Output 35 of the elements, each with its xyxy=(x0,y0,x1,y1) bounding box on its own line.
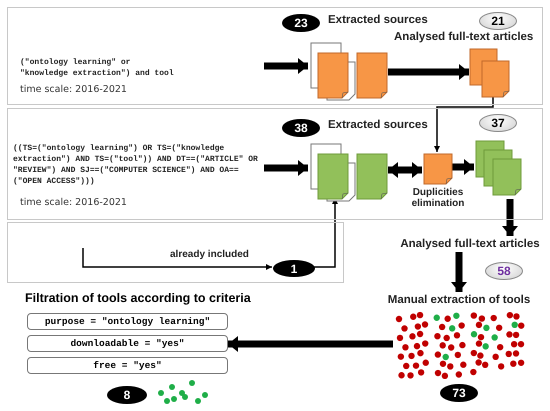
block-arrow xyxy=(228,336,393,352)
count-ellipse: 38 xyxy=(282,119,320,137)
panel xyxy=(7,7,543,105)
panel xyxy=(7,108,543,220)
block-arrow xyxy=(264,58,308,74)
block-arrow xyxy=(264,160,308,176)
step-label: Manual extraction of tools xyxy=(380,292,538,308)
section-heading: Filtration of tools according to criteria xyxy=(25,291,251,305)
time-scale: time scale: 2016-2021 xyxy=(20,84,127,95)
search-query: ("ontology learning" or "knowledge extraction") and tool xyxy=(20,57,175,79)
count-ellipse: 73 xyxy=(440,384,478,402)
criterion-box: free = "yes" xyxy=(27,357,228,374)
criterion-box: downloadable = "yes" xyxy=(27,335,228,352)
block-arrow xyxy=(452,159,474,175)
step-label: Analysed full-text articles xyxy=(395,236,545,252)
search-query: ((TS=("ontology learning") OR TS=("knowledge extraction") AND TS=("tool")) AND DT==("ARTICLE" OR "REVIEW") AND SJ==("COMPUTER SCIENCE") AND OA==("OPEN ACCESS"))) xyxy=(13,143,259,187)
block-arrow xyxy=(388,162,422,178)
count-ellipse: 1 xyxy=(273,260,315,277)
step-caption: Extracted sources xyxy=(328,14,428,26)
connector-arrow xyxy=(434,96,494,152)
block-arrow xyxy=(451,252,467,292)
count-ellipse: 23 xyxy=(282,14,320,32)
block-arrow xyxy=(388,64,469,80)
edge-label: already included xyxy=(168,249,251,260)
count-ellipse: 8 xyxy=(107,386,147,404)
step-caption: Extracted sources xyxy=(328,119,428,131)
count-ellipse: 58 xyxy=(485,262,523,280)
count-ellipse: 21 xyxy=(479,12,517,30)
time-scale: time scale: 2016-2021 xyxy=(20,197,127,208)
connector-arrow xyxy=(82,248,272,270)
step-caption: Duplicities elimination xyxy=(410,187,466,209)
count-ellipse: 37 xyxy=(479,114,517,132)
block-arrow xyxy=(502,199,518,236)
step-caption: Analysed full-text articles xyxy=(394,31,534,43)
criterion-box: purpose = "ontology learning" xyxy=(27,313,228,330)
